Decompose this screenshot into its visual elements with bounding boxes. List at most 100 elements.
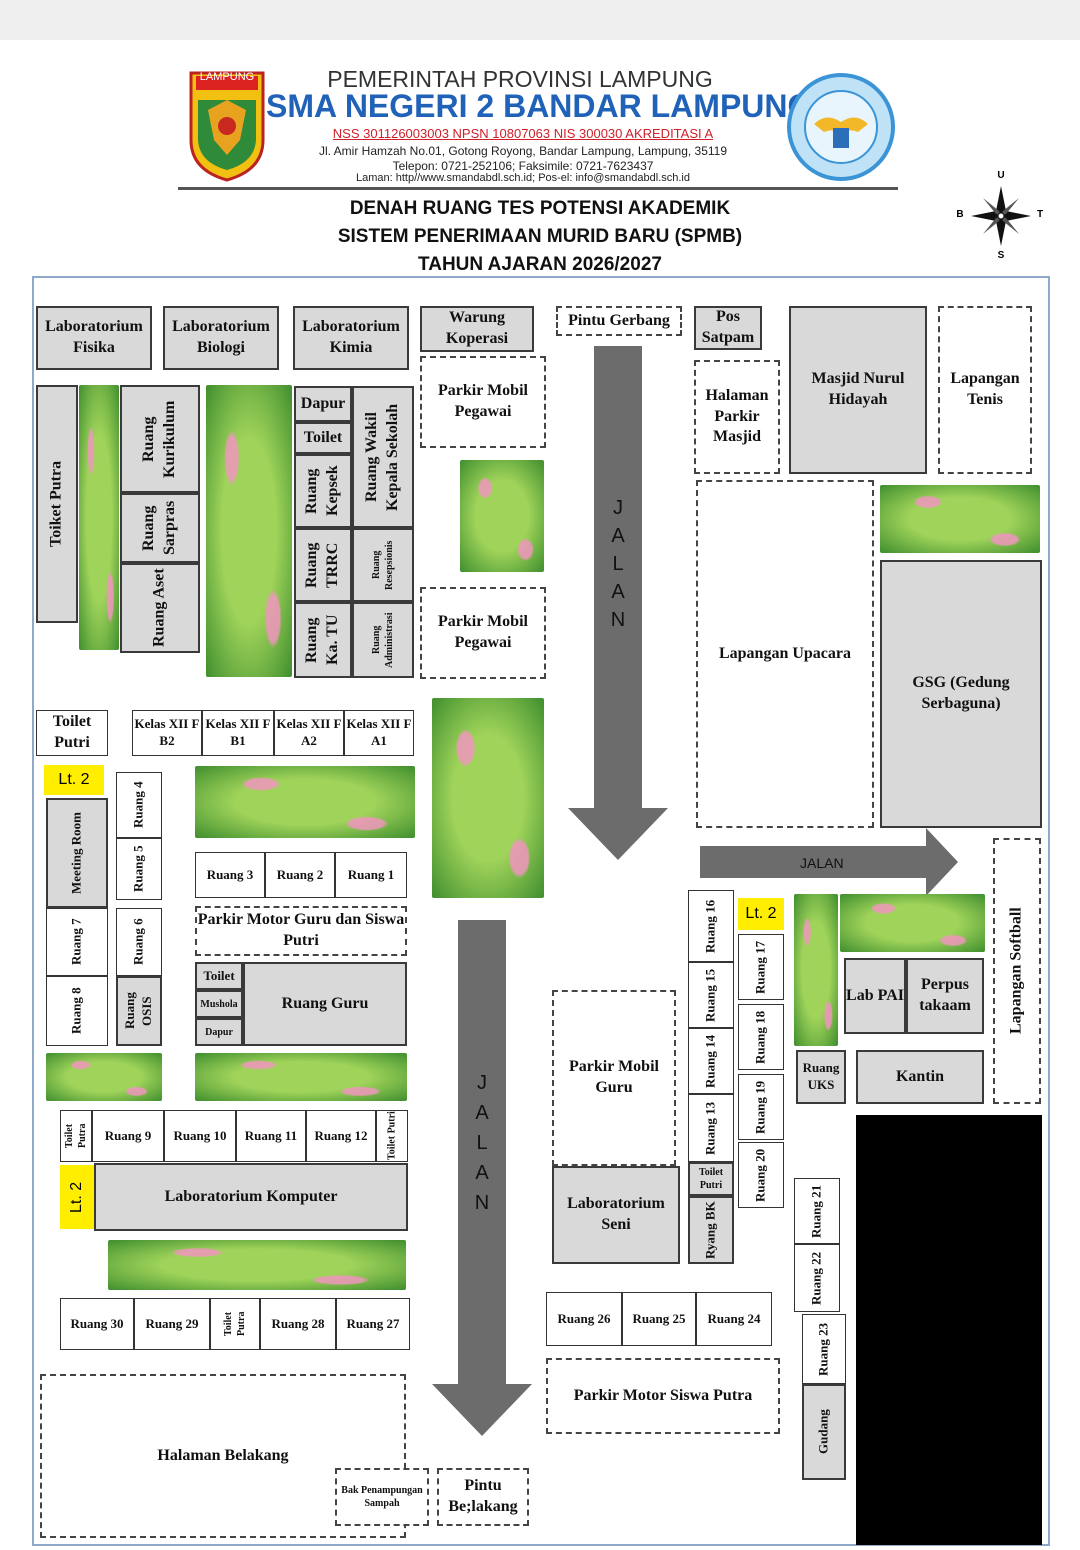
garden-right-3: [840, 894, 985, 952]
kantin[interactable]: Kantin: [856, 1050, 984, 1104]
lab-kimia[interactable]: Laboratorium Kimia: [293, 306, 409, 370]
lapangan-tenis[interactable]: Lapangan Tenis: [938, 306, 1032, 474]
toilet-guru[interactable]: Toilet: [195, 962, 243, 990]
pintu-gerbang[interactable]: Pintu Gerbang: [556, 306, 682, 336]
ruang-6[interactable]: Ruang 6: [116, 908, 162, 976]
kelas-xii-f-a1[interactable]: Kelas XII F A1: [344, 710, 414, 756]
masjid-nurul-hidayah[interactable]: Masjid Nurul Hidayah: [789, 306, 927, 474]
ruang-administrasi[interactable]: Ruang Administrasi: [352, 602, 414, 678]
garden-wide-1: [195, 766, 415, 838]
ruang-4[interactable]: Ruang 4: [116, 772, 162, 838]
mushola[interactable]: Mushola: [195, 990, 243, 1018]
ruang-21[interactable]: Ruang 21: [794, 1178, 840, 1244]
ruang-5[interactable]: Ruang 5: [116, 838, 162, 900]
ruang-ka-tu[interactable]: Ruang Ka. TU: [294, 602, 352, 678]
ruang-wakil-kepsek[interactable]: Ruang Wakil Kepala Sekolah: [352, 386, 414, 528]
lab-pai[interactable]: Lab PAI: [844, 958, 906, 1034]
school-phone: Telepon: 0721-252106; Faksimile: 0721-76…: [392, 159, 654, 173]
warung-koperasi[interactable]: Warung Koperasi: [420, 306, 534, 352]
ruang-3[interactable]: Ruang 3: [195, 852, 265, 898]
ruang-26[interactable]: Ruang 26: [546, 1292, 622, 1346]
ruang-2[interactable]: Ruang 2: [265, 852, 335, 898]
ruang-8[interactable]: Ruang 8: [46, 976, 108, 1046]
ruang-trrc[interactable]: Ruang TRRC: [294, 528, 352, 602]
compass-north: U: [997, 170, 1005, 181]
compass-south: S: [997, 250, 1005, 261]
ruang-aset[interactable]: Ruang Aset: [120, 563, 200, 653]
garden-left-2: [46, 1053, 162, 1101]
compass-west: B: [956, 209, 964, 220]
ruang-12[interactable]: Ruang 12: [306, 1110, 376, 1162]
ruang-osis[interactable]: Ruang OSIS: [116, 976, 162, 1046]
perpustakaan[interactable]: Perpus takaam: [906, 958, 984, 1034]
ruang-resepsionis[interactable]: Ruang Resepsionis: [352, 528, 414, 602]
pintu-belakang[interactable]: Pintu Be;lakang: [437, 1468, 529, 1526]
ruang-bk[interactable]: Ryang BK: [688, 1196, 734, 1264]
kelas-xii-f-a2[interactable]: Kelas XII F A2: [274, 710, 344, 756]
kelas-xii-f-b2[interactable]: Kelas XII F B2: [132, 710, 202, 756]
school-ids: NSS 301126003003 NPSN 10807063 NIS 30003…: [332, 126, 714, 141]
dapur-guru[interactable]: Dapur: [195, 1018, 243, 1046]
bak-penampungan-sampah[interactable]: Bak Penampungan Sampah: [335, 1468, 429, 1526]
dapur-admin[interactable]: Dapur: [294, 386, 352, 422]
ruang-14[interactable]: Ruang 14: [688, 1028, 734, 1094]
lab-biologi[interactable]: Laboratorium Biologi: [163, 306, 279, 370]
ruang-11[interactable]: Ruang 11: [236, 1110, 306, 1162]
ruang-guru[interactable]: Ruang Guru: [243, 962, 407, 1046]
ruang-27[interactable]: Ruang 27: [336, 1298, 410, 1350]
ruang-sarpras[interactable]: Ruang Sarpras: [120, 493, 200, 563]
lab-komputer[interactable]: Laboratorium Komputer: [94, 1163, 408, 1231]
garden-center-1: [206, 385, 292, 677]
lab-fisika[interactable]: Laboratorium Fisika: [36, 306, 152, 370]
parkir-mobil-pegawai-2[interactable]: Parkir Mobil Pegawai: [420, 587, 546, 679]
parkir-mobil-pegawai-1[interactable]: Parkir Mobil Pegawai: [420, 356, 546, 448]
map-frame: [32, 276, 1050, 1546]
ruang-24[interactable]: Ruang 24: [696, 1292, 772, 1346]
parkir-motor-putra[interactable]: Parkir Motor Siswa Putra: [546, 1358, 780, 1434]
toilet-putra-bottom[interactable]: Toilet Putra: [210, 1298, 260, 1350]
ruang-17[interactable]: Ruang 17: [738, 934, 784, 1000]
toilet-putri-bk[interactable]: Toilet Putri: [688, 1162, 734, 1196]
gudang[interactable]: Gudang: [802, 1384, 846, 1480]
ruang-19[interactable]: Ruang 19: [738, 1074, 784, 1140]
ruang-7[interactable]: Ruang 7: [46, 908, 108, 976]
ruang-kepsek[interactable]: Ruang Kepsek: [294, 454, 352, 528]
lab-seni[interactable]: Laboratorium Seni: [552, 1166, 680, 1264]
ruang-25[interactable]: Ruang 25: [622, 1292, 696, 1346]
gsg-gedung-serbaguna[interactable]: GSG (Gedung Serbaguna): [880, 560, 1042, 828]
ruang-23[interactable]: Ruang 23: [802, 1314, 846, 1384]
ruang-30[interactable]: Ruang 30: [60, 1298, 134, 1350]
ruang-15[interactable]: Ruang 15: [688, 962, 734, 1028]
compass-east: T: [1036, 209, 1044, 220]
ruang-29[interactable]: Ruang 29: [134, 1298, 210, 1350]
map-title-line3: TAHUN AJARAN 2026/2027: [418, 254, 662, 275]
ruang-uks[interactable]: Ruang UKS: [796, 1050, 846, 1104]
parkir-mobil-guru[interactable]: Parkir Mobil Guru: [552, 990, 676, 1166]
toilet-putri-left[interactable]: Toilet Putri: [36, 710, 108, 756]
ruang-16[interactable]: Ruang 16: [688, 890, 734, 962]
garden-wide-3: [108, 1240, 406, 1290]
kelas-xii-f-b1[interactable]: Kelas XII F B1: [202, 710, 274, 756]
ruang-1[interactable]: Ruang 1: [335, 852, 407, 898]
ruang-20[interactable]: Ruang 20: [738, 1142, 784, 1208]
parkir-motor-putri[interactable]: Parkir Motor Guru dan Siswa Putri: [195, 906, 407, 956]
ruang-9[interactable]: Ruang 9: [92, 1110, 164, 1162]
ruang-kurikulum[interactable]: Ruang Kurikulum: [120, 385, 200, 493]
lapangan-upacara[interactable]: Lapangan Upacara: [696, 480, 874, 828]
ruang-10[interactable]: Ruang 10: [164, 1110, 236, 1162]
garden-center-2: [432, 698, 544, 898]
toilet-admin[interactable]: Toilet: [294, 422, 352, 454]
ruang-13[interactable]: Ruang 13: [688, 1094, 734, 1162]
garden-small-1: [460, 460, 544, 572]
halaman-parkir-masjid[interactable]: Halaman Parkir Masjid: [694, 360, 780, 474]
ruang-18[interactable]: Ruang 18: [738, 1004, 784, 1070]
toilet-putra-small[interactable]: Toilet Putra: [60, 1110, 92, 1162]
meeting-room[interactable]: Meeting Room: [46, 798, 108, 908]
ruang-22[interactable]: Ruang 22: [794, 1244, 840, 1312]
lapangan-softball[interactable]: Lapangan Softball: [993, 838, 1041, 1104]
ruang-28[interactable]: Ruang 28: [260, 1298, 336, 1350]
toilet-putri-small[interactable]: Toilet Putri: [376, 1110, 408, 1162]
pos-satpam[interactable]: Pos Satpam: [694, 306, 762, 350]
toilet-putra-left[interactable]: Toiket Putra: [36, 385, 78, 623]
